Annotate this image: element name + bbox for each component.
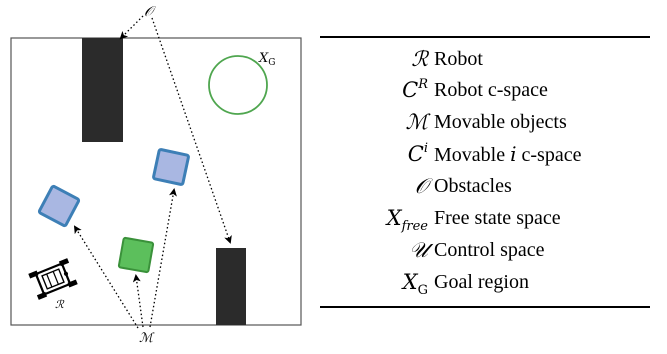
legend-description: Free state space [434,207,561,229]
robot-icon [28,258,78,300]
obstacle-label: 𝒪 [144,4,156,20]
obstacle-arrow-top [119,15,144,40]
movable-label: ℳ [139,331,155,346]
legend-row-movable: ℳ Movable objects [320,107,650,137]
robot-label: ℛ [55,298,65,311]
legend-row-goal-region: XG Goal region [320,267,650,297]
legend-description: Movable objects [434,111,567,133]
legend-symbol: CR [402,77,428,102]
legend-description: Robot [434,48,483,70]
movable-object-target [117,236,155,274]
legend-symbol: XG [402,270,428,298]
movable-object-top [152,148,190,186]
movable-arrow-target [132,274,144,328]
legend-symbol: 𝒰 [409,238,428,262]
legend-row-robot-cspace: CR Robot c-space [320,75,650,105]
legend-row-robot: ℛ Robot [320,44,650,74]
legend-description: Movable i c-space [434,142,582,166]
legend-symbol: ℳ [405,110,428,134]
legend-description: Control space [434,239,545,261]
goal-region [208,55,268,115]
legend-symbol: ℛ [411,47,428,71]
legend-description: Goal region [434,271,529,293]
legend-symbol: 𝒪 [414,174,428,198]
legend-top-rule [320,36,650,38]
legend-description: Obstacles [434,175,512,197]
goal-label: XG [258,51,275,68]
legend-symbol: Xfree [386,206,428,234]
legend-row-movable-cspace: Ci Movable i c-space [320,139,650,169]
obstacle-top [82,38,123,142]
movable-object-left [37,184,81,228]
legend-bottom-rule [320,306,650,308]
legend-row-free-space: Xfree Free state space [320,203,650,233]
workspace-border [10,37,302,326]
legend-symbol: Ci [407,141,428,166]
legend-description: Robot c-space [434,79,548,101]
obstacle-bottom [216,248,246,325]
legend-row-obstacles: 𝒪 Obstacles [320,171,650,201]
legend-row-control-space: 𝒰 Control space [320,235,650,265]
